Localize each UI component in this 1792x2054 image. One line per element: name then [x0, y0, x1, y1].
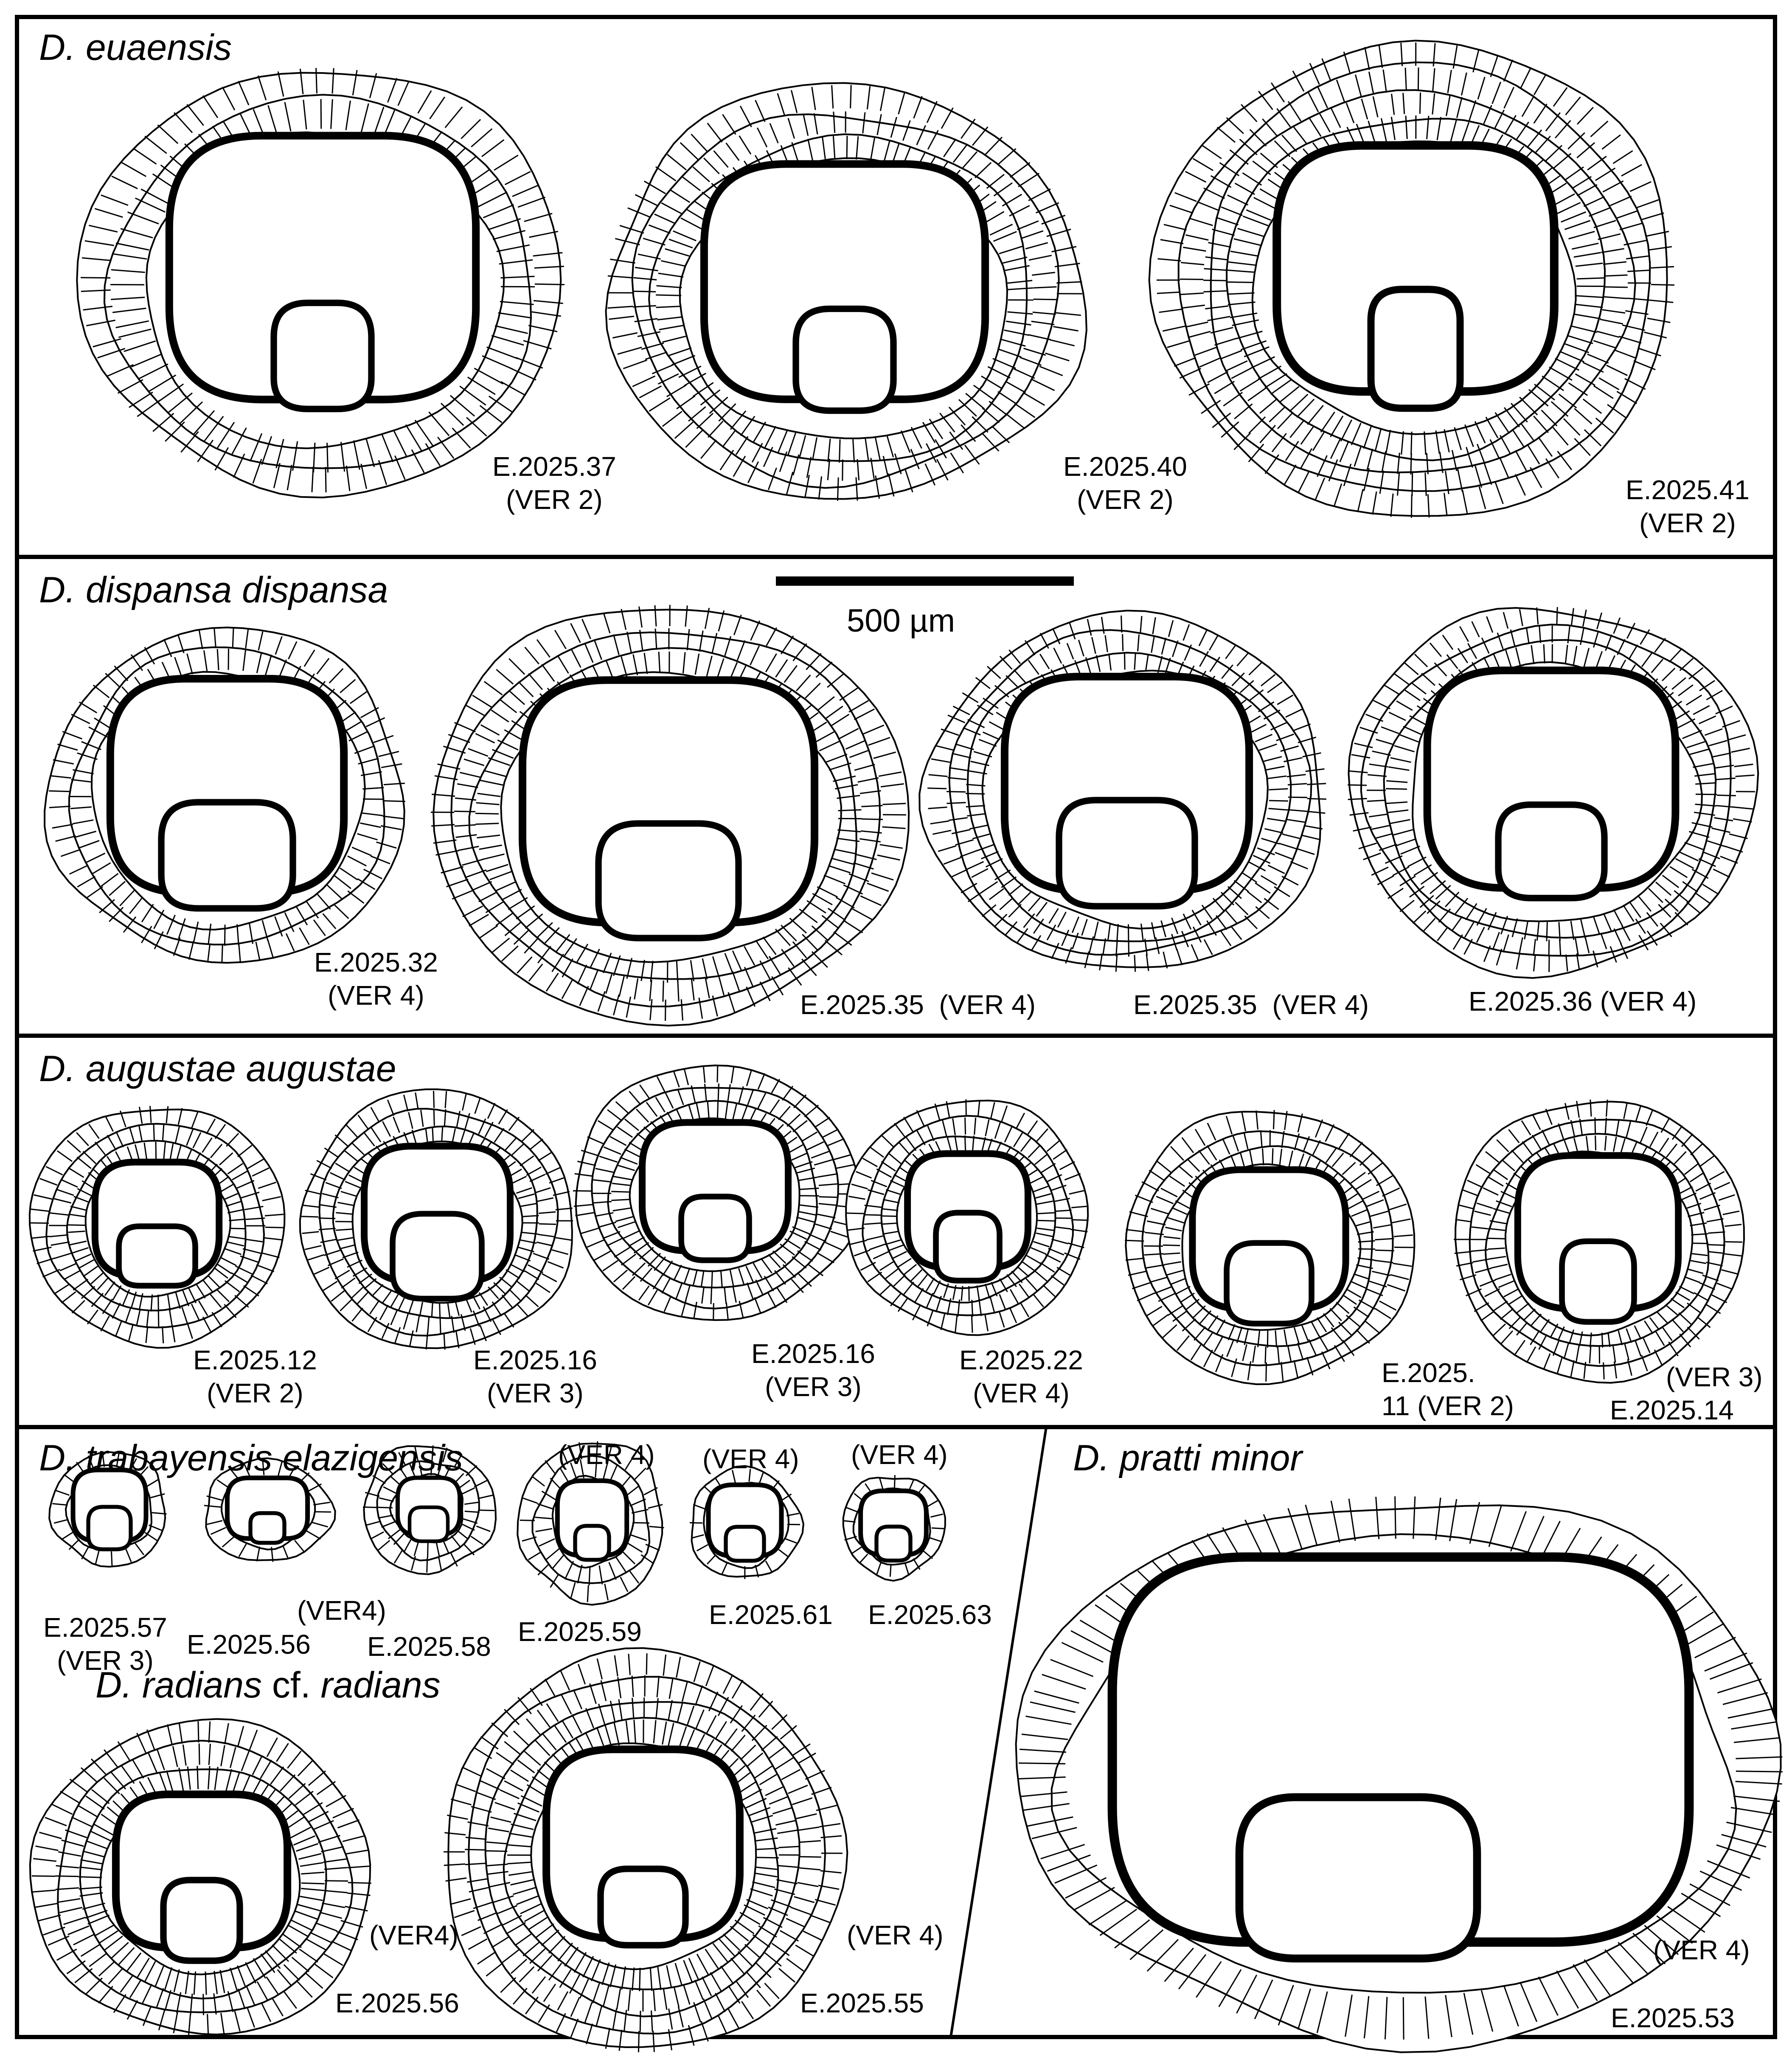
specimen-label: (VER 4)	[558, 1439, 655, 1470]
specimen-drawing	[845, 1099, 1089, 1336]
specimen-label: (VER 4)	[1653, 1935, 1750, 1965]
specimen-label: E.2025.32(VER 4)	[314, 947, 438, 1011]
plate-border	[15, 15, 1777, 2039]
specimen-label: E.2025.35 (VER 4)	[1133, 989, 1369, 1020]
specimen-drawing	[918, 610, 1326, 972]
specimen-label: E.2025.16(VER 3)	[751, 1338, 875, 1402]
specimen-label: (VER 4)	[847, 1920, 944, 1950]
specimen-drawing	[443, 1647, 848, 2052]
specimen-label: E.2025.58	[367, 1631, 491, 1662]
specimen-label: (VER 4)	[851, 1439, 948, 1470]
specimen-label: E.2025.22(VER 4)	[959, 1345, 1083, 1408]
specimen-drawing	[28, 1106, 286, 1349]
specimen-label: E.2025.35 (VER 4)	[800, 989, 1036, 1020]
specimen-label: E.2025.56	[187, 1629, 311, 1660]
specimen-drawing	[363, 1445, 497, 1575]
panel-divider	[949, 1427, 1048, 2037]
panel-title-pratti: D. pratti minor	[1073, 1438, 1303, 1478]
specimen-drawing	[204, 1457, 336, 1562]
specimen-drawing	[299, 1088, 573, 1350]
specimen-label: (VER 4)	[702, 1444, 799, 1474]
panel-title-augustae: D. augustae augustae	[39, 1048, 396, 1089]
specimen-label: E.2025.16(VER 3)	[473, 1345, 597, 1408]
specimen-label: (VER4)	[369, 1920, 458, 1950]
specimen-label: E.2025.57(VER 3)	[43, 1612, 167, 1676]
specimen-drawing	[1148, 39, 1674, 518]
specimen-drawing	[573, 1064, 862, 1321]
specimen-label: E.2025.53	[1611, 2003, 1735, 2033]
specimen-drawings	[28, 39, 1783, 2053]
panel-title-trabayensis: D. trabayensis elazigensis	[39, 1438, 463, 1478]
specimen-label: E.2025.61	[709, 1599, 833, 1630]
specimen-drawing	[517, 1441, 664, 1606]
specimen-drawing	[1125, 1110, 1416, 1385]
specimen-drawing	[29, 1718, 371, 2036]
specimen-label: E.2025.40(VER 2)	[1063, 451, 1187, 515]
specimen-label: E.2025.63	[868, 1599, 992, 1630]
specimen-label: E.2025.55	[800, 1988, 924, 2018]
specimen-drawing	[605, 82, 1087, 501]
panel-title-radians: D. radians cf. radians	[95, 1665, 441, 1706]
scale-bar-label: 500 µm	[847, 603, 955, 639]
specimen-drawing	[1015, 1496, 1783, 2053]
specimen-label: E.2025.12(VER 2)	[193, 1345, 317, 1408]
specimen-drawing	[1454, 1099, 1745, 1384]
specimen-label: E.2025.36 (VER 4)	[1469, 986, 1697, 1017]
panel-title-dispansa: D. dispansa dispansa	[39, 570, 388, 610]
specimen-drawing	[48, 1451, 167, 1568]
specimen-label: (VER 3)E.2025.14	[1609, 1362, 1763, 1425]
specimen-label: E.2025.37(VER 2)	[492, 451, 616, 515]
specimen-label: (VER4)	[297, 1595, 386, 1626]
specimen-drawing	[842, 1475, 946, 1582]
specimen-label: E.2025.59	[518, 1616, 642, 1647]
specimen-drawing	[76, 68, 565, 499]
specimen-drawing	[430, 604, 910, 1027]
specimen-drawing	[1348, 607, 1759, 979]
specimen-drawing	[689, 1465, 804, 1579]
specimen-label: E.2025.11 (VER 2)	[1382, 1357, 1514, 1421]
panel-title-euaensis: D. euaensis	[39, 27, 232, 68]
specimen-drawing	[44, 627, 405, 964]
specimen-label: E.2025.56	[335, 1988, 459, 2018]
specimen-label: E.2025.41(VER 2)	[1626, 475, 1750, 538]
